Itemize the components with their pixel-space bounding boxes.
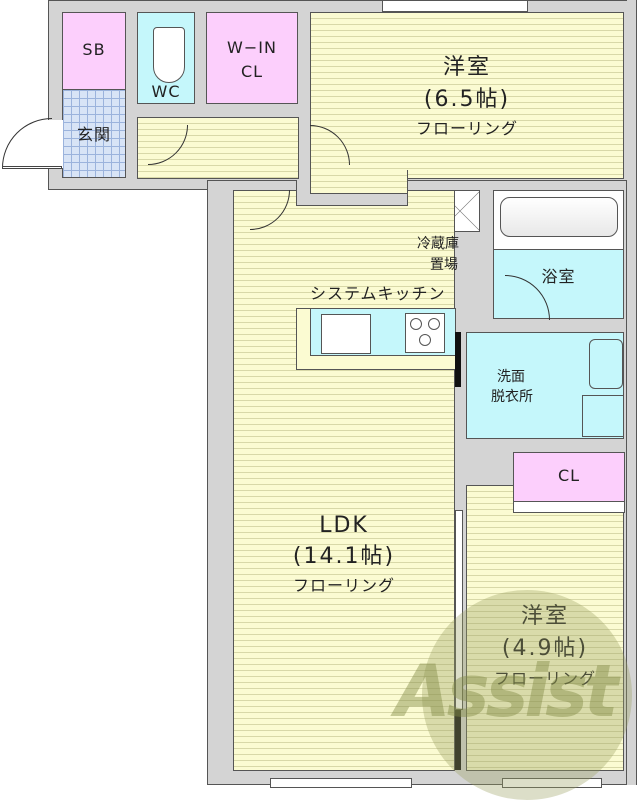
sink-icon (321, 314, 371, 354)
washbasin-icon (589, 339, 623, 389)
partition-dark (455, 332, 461, 387)
ldk-floor: フローリング (292, 576, 395, 595)
washroom-label-1: 洗面 (497, 369, 525, 385)
closet-label-overlay: CL (557, 466, 581, 485)
wc-label: WC (151, 82, 181, 101)
western-room-1: 洋室 (6.5帖) フローリング (310, 12, 624, 179)
entrance: 玄関 (62, 89, 126, 178)
window-top (382, 0, 528, 12)
ldk: LDK (14.1帖) フローリング (233, 190, 455, 771)
western-room-1-size: (6.5帖) (423, 87, 511, 112)
entrance-label: 玄関 (76, 125, 111, 144)
watermark-circle (422, 590, 632, 800)
walk-in-closet-label-2: CL (240, 62, 264, 81)
alcove-floor (310, 170, 408, 194)
walk-in-closet-label-1: W−IN (227, 38, 277, 57)
washing-machine-icon (582, 395, 624, 437)
kitchen-label: システムキッチン (310, 284, 446, 303)
washroom: 洗面 脱衣所 (466, 332, 624, 439)
watermark-text: Assist (395, 649, 618, 733)
western-room-1-name: 洋室 (442, 55, 491, 80)
entrance-door-leaf (2, 166, 62, 169)
western-room-1-floor: フローリング (415, 119, 518, 138)
window-ldk (270, 778, 412, 788)
washroom-label-2: 脱衣所 (491, 389, 533, 405)
sliding-door[interactable] (455, 510, 463, 710)
walk-in-closet: W−IN CL (206, 12, 298, 104)
fridge-label-1: 冷蔵庫 (417, 236, 459, 252)
western-room-2: 洋室 (4.9帖) フローリング (466, 485, 624, 771)
shoe-box: SB (62, 12, 126, 90)
western-room-2-floor: フローリング (493, 669, 596, 688)
closet-overlay: CL (513, 452, 625, 502)
bathroom-label: 浴室 (541, 267, 576, 286)
closet-door-track (513, 501, 625, 513)
sb-label: SB (82, 40, 106, 59)
fridge-label-2: 置場 (430, 257, 458, 273)
window-room-2 (502, 778, 602, 788)
western-room-2-size: (4.9帖) (501, 636, 589, 661)
partition-dark-2 (455, 710, 461, 770)
ldk-name: LDK (319, 513, 369, 538)
wc: WC (137, 12, 195, 104)
ldk-size: (14.1帖) (292, 544, 396, 569)
western-room-2-name: 洋室 (520, 604, 569, 629)
kitchen-top (310, 308, 456, 356)
toilet-icon (153, 27, 185, 83)
stove-icon (405, 313, 445, 353)
bathtub (493, 190, 624, 250)
